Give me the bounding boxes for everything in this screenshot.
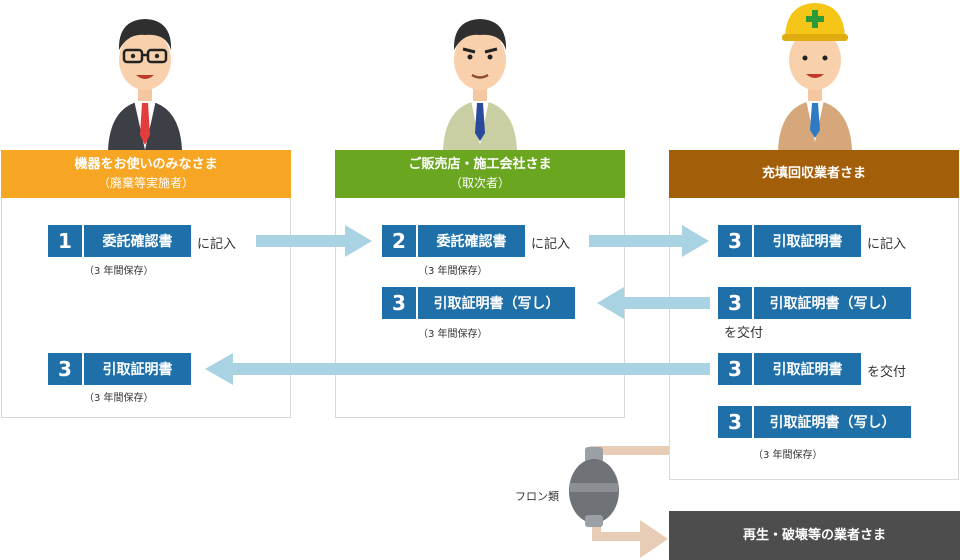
dealer-header-sub: （取次者） — [449, 176, 510, 190]
arrow-collector-to-owner — [205, 353, 710, 385]
badge-label: 引取証明書（写し） — [769, 415, 896, 431]
dealer-person-illustration — [443, 19, 517, 150]
badge-number: 3 — [718, 353, 754, 385]
badge-label: 引取証明書（写し） — [433, 296, 560, 312]
collector-receipt-copy-badge-2: 3 引取証明書（写し） — [718, 406, 911, 438]
collector-receipt-copy-badge-1: 3 引取証明書（写し） — [718, 287, 911, 319]
owner-consignment-badge: 1 委託確認書 — [48, 225, 191, 257]
dealer-header: ご販売店・施工会社さま （取次者） — [335, 150, 625, 198]
dealer-consignment-badge: 2 委託確認書 — [382, 225, 525, 257]
badge-number: 1 — [48, 225, 84, 257]
arrow-owner-to-dealer — [256, 225, 372, 257]
owner-header-title: 機器をお使いのみなさま — [74, 157, 218, 172]
badge-label: 引取証明書 — [772, 362, 843, 378]
owner-kinyu-text: に記入 — [197, 237, 237, 252]
freon-label: フロン類 — [515, 490, 559, 503]
badge-number: 3 — [718, 287, 754, 319]
recycler-title: 再生・破壊等の業者さま — [742, 527, 886, 543]
dealer-header-title: ご販売店・施工会社さま — [408, 157, 552, 172]
freon-pipe-top — [590, 446, 669, 460]
freon-pipe-bottom — [592, 520, 668, 558]
badge-number: 3 — [718, 406, 754, 438]
collector-kofu-text-1: を交付 — [724, 326, 764, 341]
arrow-collector-to-dealer — [597, 287, 710, 319]
collector-header-title: 充填回収業者さま — [761, 166, 866, 181]
badge-number: 2 — [382, 225, 418, 257]
dealer-receipt-copy-badge: 3 引取証明書（写し） — [382, 287, 575, 319]
owner-receipt-badge: 3 引取証明書 — [48, 353, 191, 385]
recycler-box: 再生・破壊等の業者さま — [669, 511, 960, 560]
badge-label: 引取証明書 — [772, 234, 843, 250]
owner-hozon-note-2: （3 年間保存） — [84, 393, 154, 404]
dealer-hozon-note-1: （3 年間保存） — [418, 266, 488, 277]
arrow-dealer-to-collector — [589, 225, 709, 257]
collector-kofu-text-2: を交付 — [867, 365, 907, 380]
badge-label: 引取証明書 — [102, 362, 173, 378]
collector-hozon-note: （3 年間保存） — [753, 450, 823, 461]
badge-number: 3 — [382, 287, 418, 319]
owner-header-sub: （廃棄等実施者） — [97, 176, 194, 190]
freon-cylinder-icon — [569, 447, 619, 527]
badge-label: 委託確認書 — [436, 234, 507, 250]
collector-header: 充填回収業者さま — [669, 150, 959, 198]
badge-number: 3 — [718, 225, 754, 257]
badge-label: 委託確認書 — [102, 234, 173, 250]
owner-header: 機器をお使いのみなさま （廃棄等実施者） — [1, 150, 291, 198]
badge-number: 3 — [48, 353, 84, 385]
dealer-kinyu-text: に記入 — [531, 237, 571, 252]
collector-kinyu-text: に記入 — [867, 237, 907, 252]
collector-person-illustration — [778, 3, 852, 150]
owner-person-illustration — [108, 19, 182, 150]
badge-label: 引取証明書（写し） — [769, 296, 896, 312]
collector-receipt-badge-1: 3 引取証明書 — [718, 225, 861, 257]
collector-receipt-badge-2: 3 引取証明書 — [718, 353, 861, 385]
owner-hozon-note-1: （3 年間保存） — [84, 266, 154, 277]
dealer-hozon-note-2: （3 年間保存） — [418, 329, 488, 340]
